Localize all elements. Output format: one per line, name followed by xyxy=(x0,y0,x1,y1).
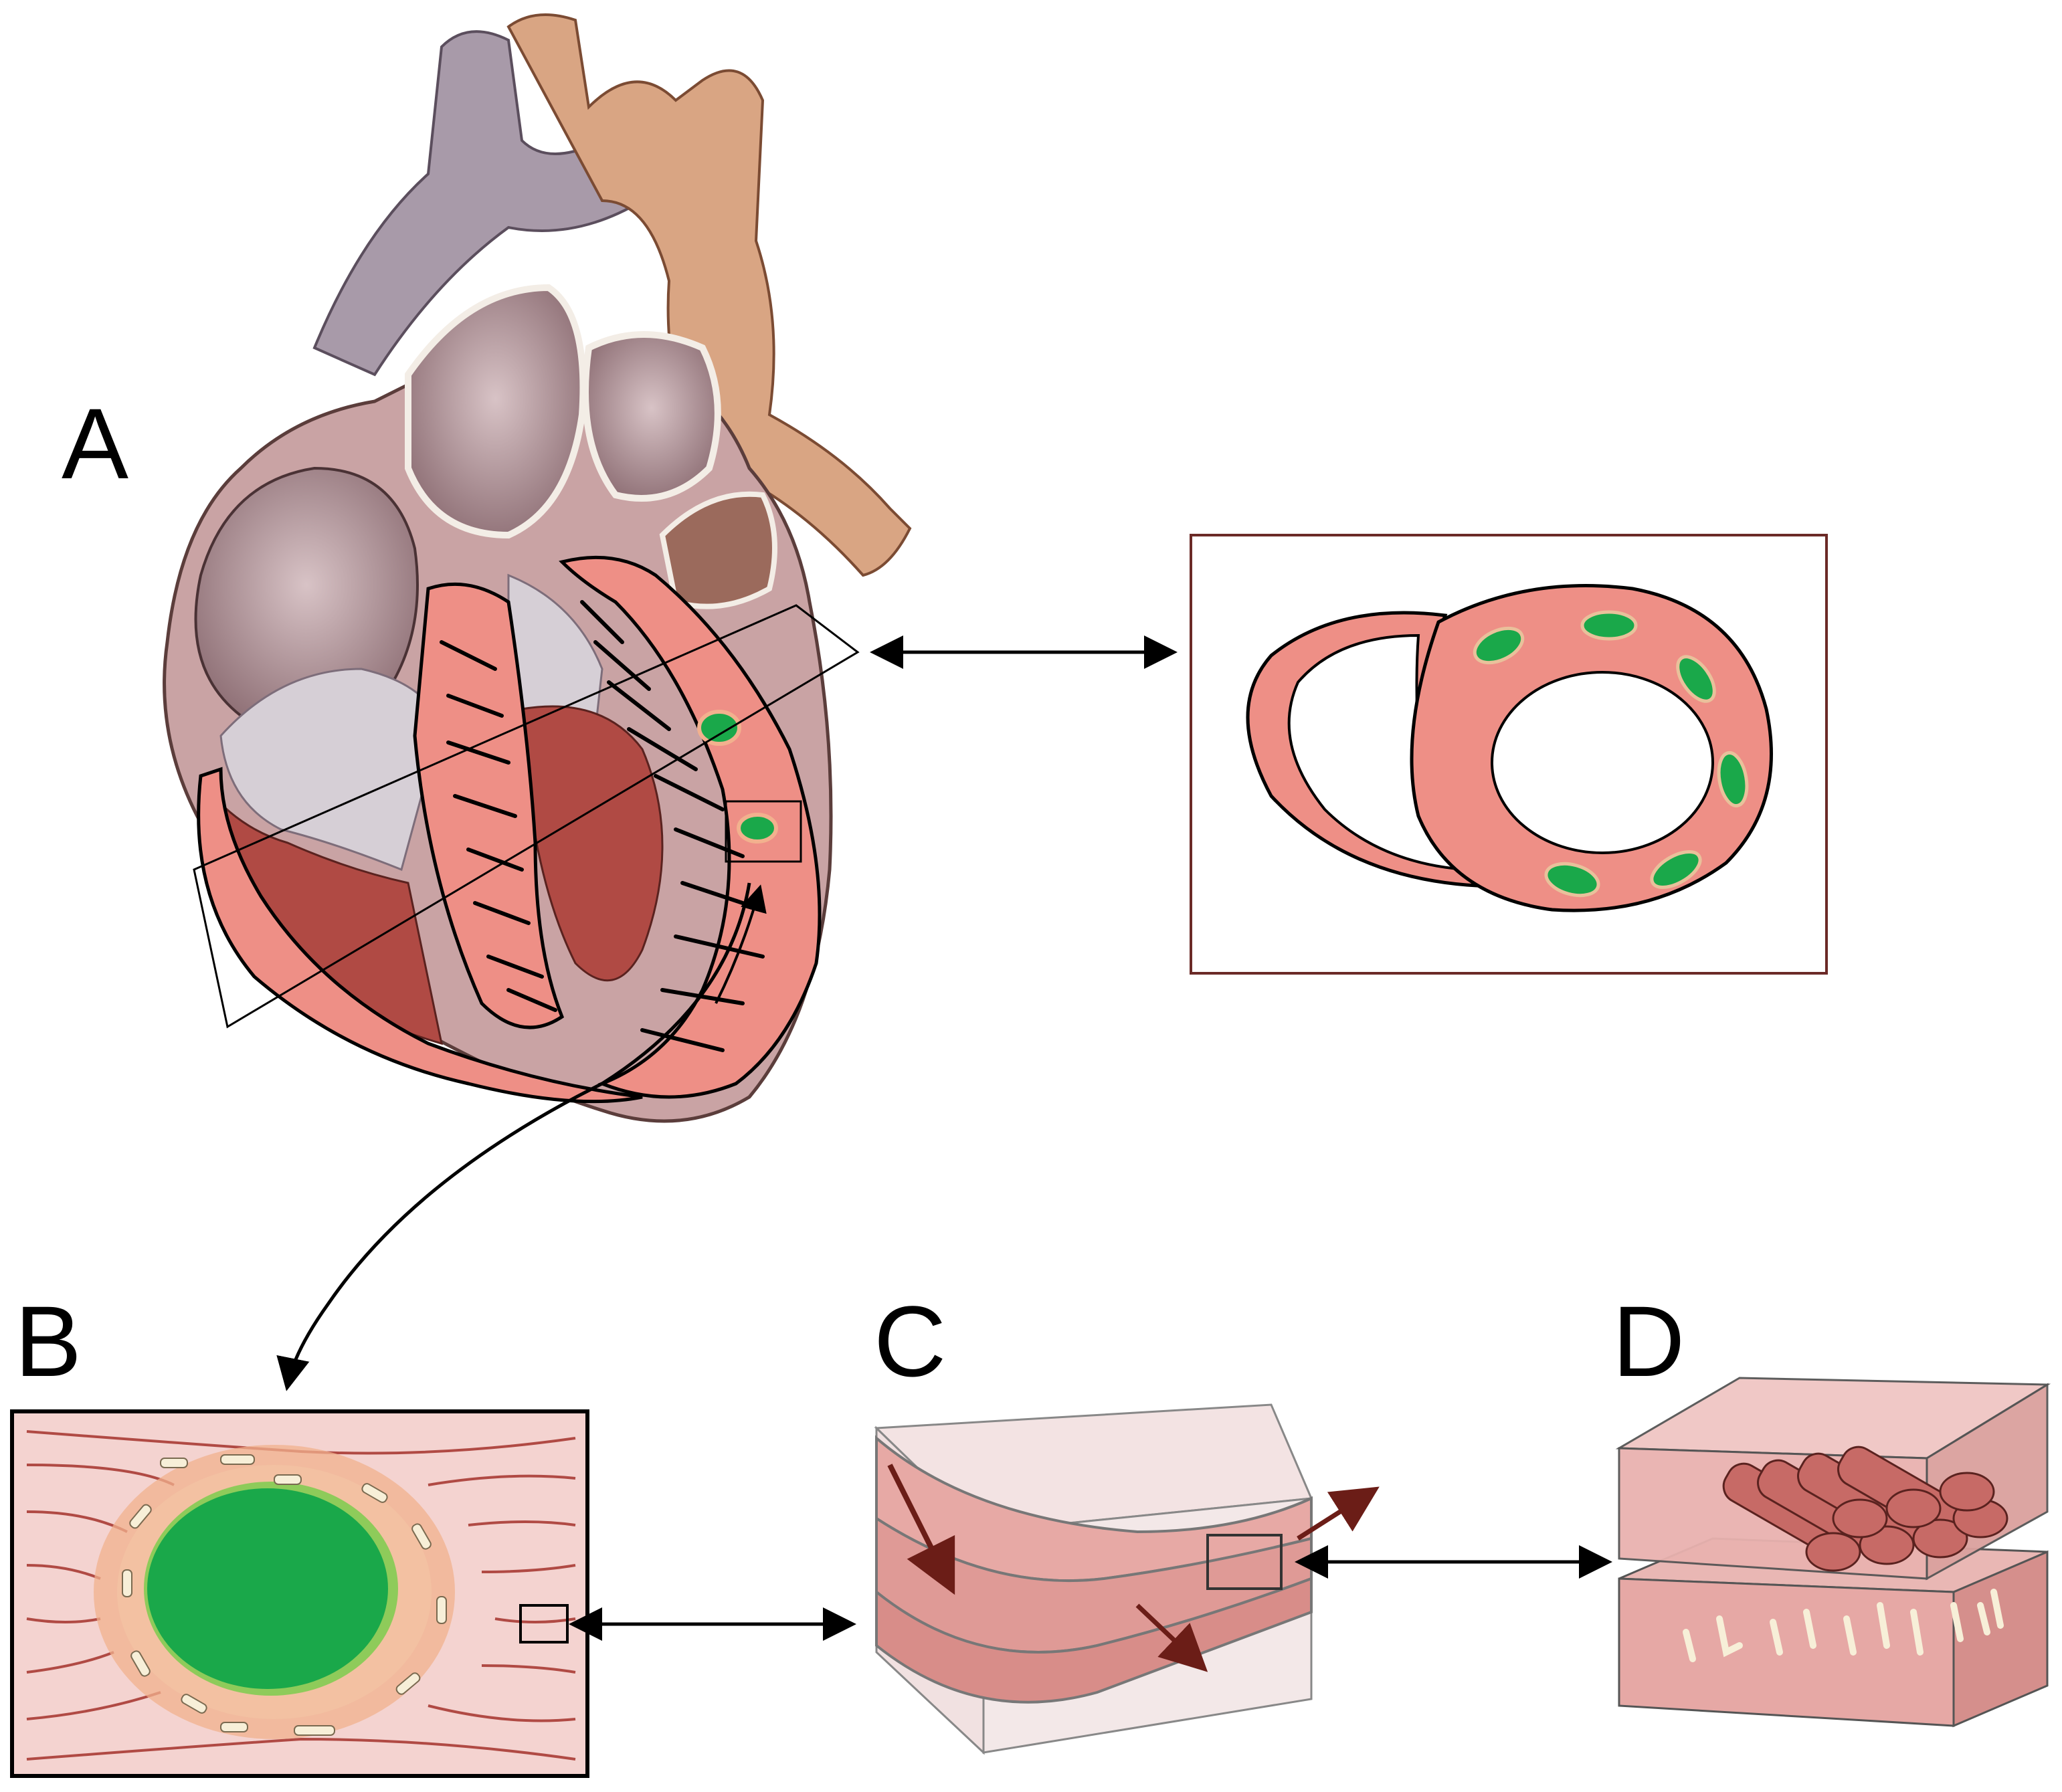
ventricle-cross-section xyxy=(1190,534,1828,975)
fiber-sheet-block xyxy=(874,1403,1380,1755)
scar-tissue-panel xyxy=(10,1409,589,1778)
panel-label-b: B xyxy=(15,1285,82,1397)
panel-label-a: A xyxy=(62,387,129,500)
panel-label-c: C xyxy=(874,1285,947,1397)
heart-illustration xyxy=(163,13,912,1391)
panel-label-d: D xyxy=(1612,1285,1685,1397)
myocyte-block xyxy=(1615,1377,2051,1728)
